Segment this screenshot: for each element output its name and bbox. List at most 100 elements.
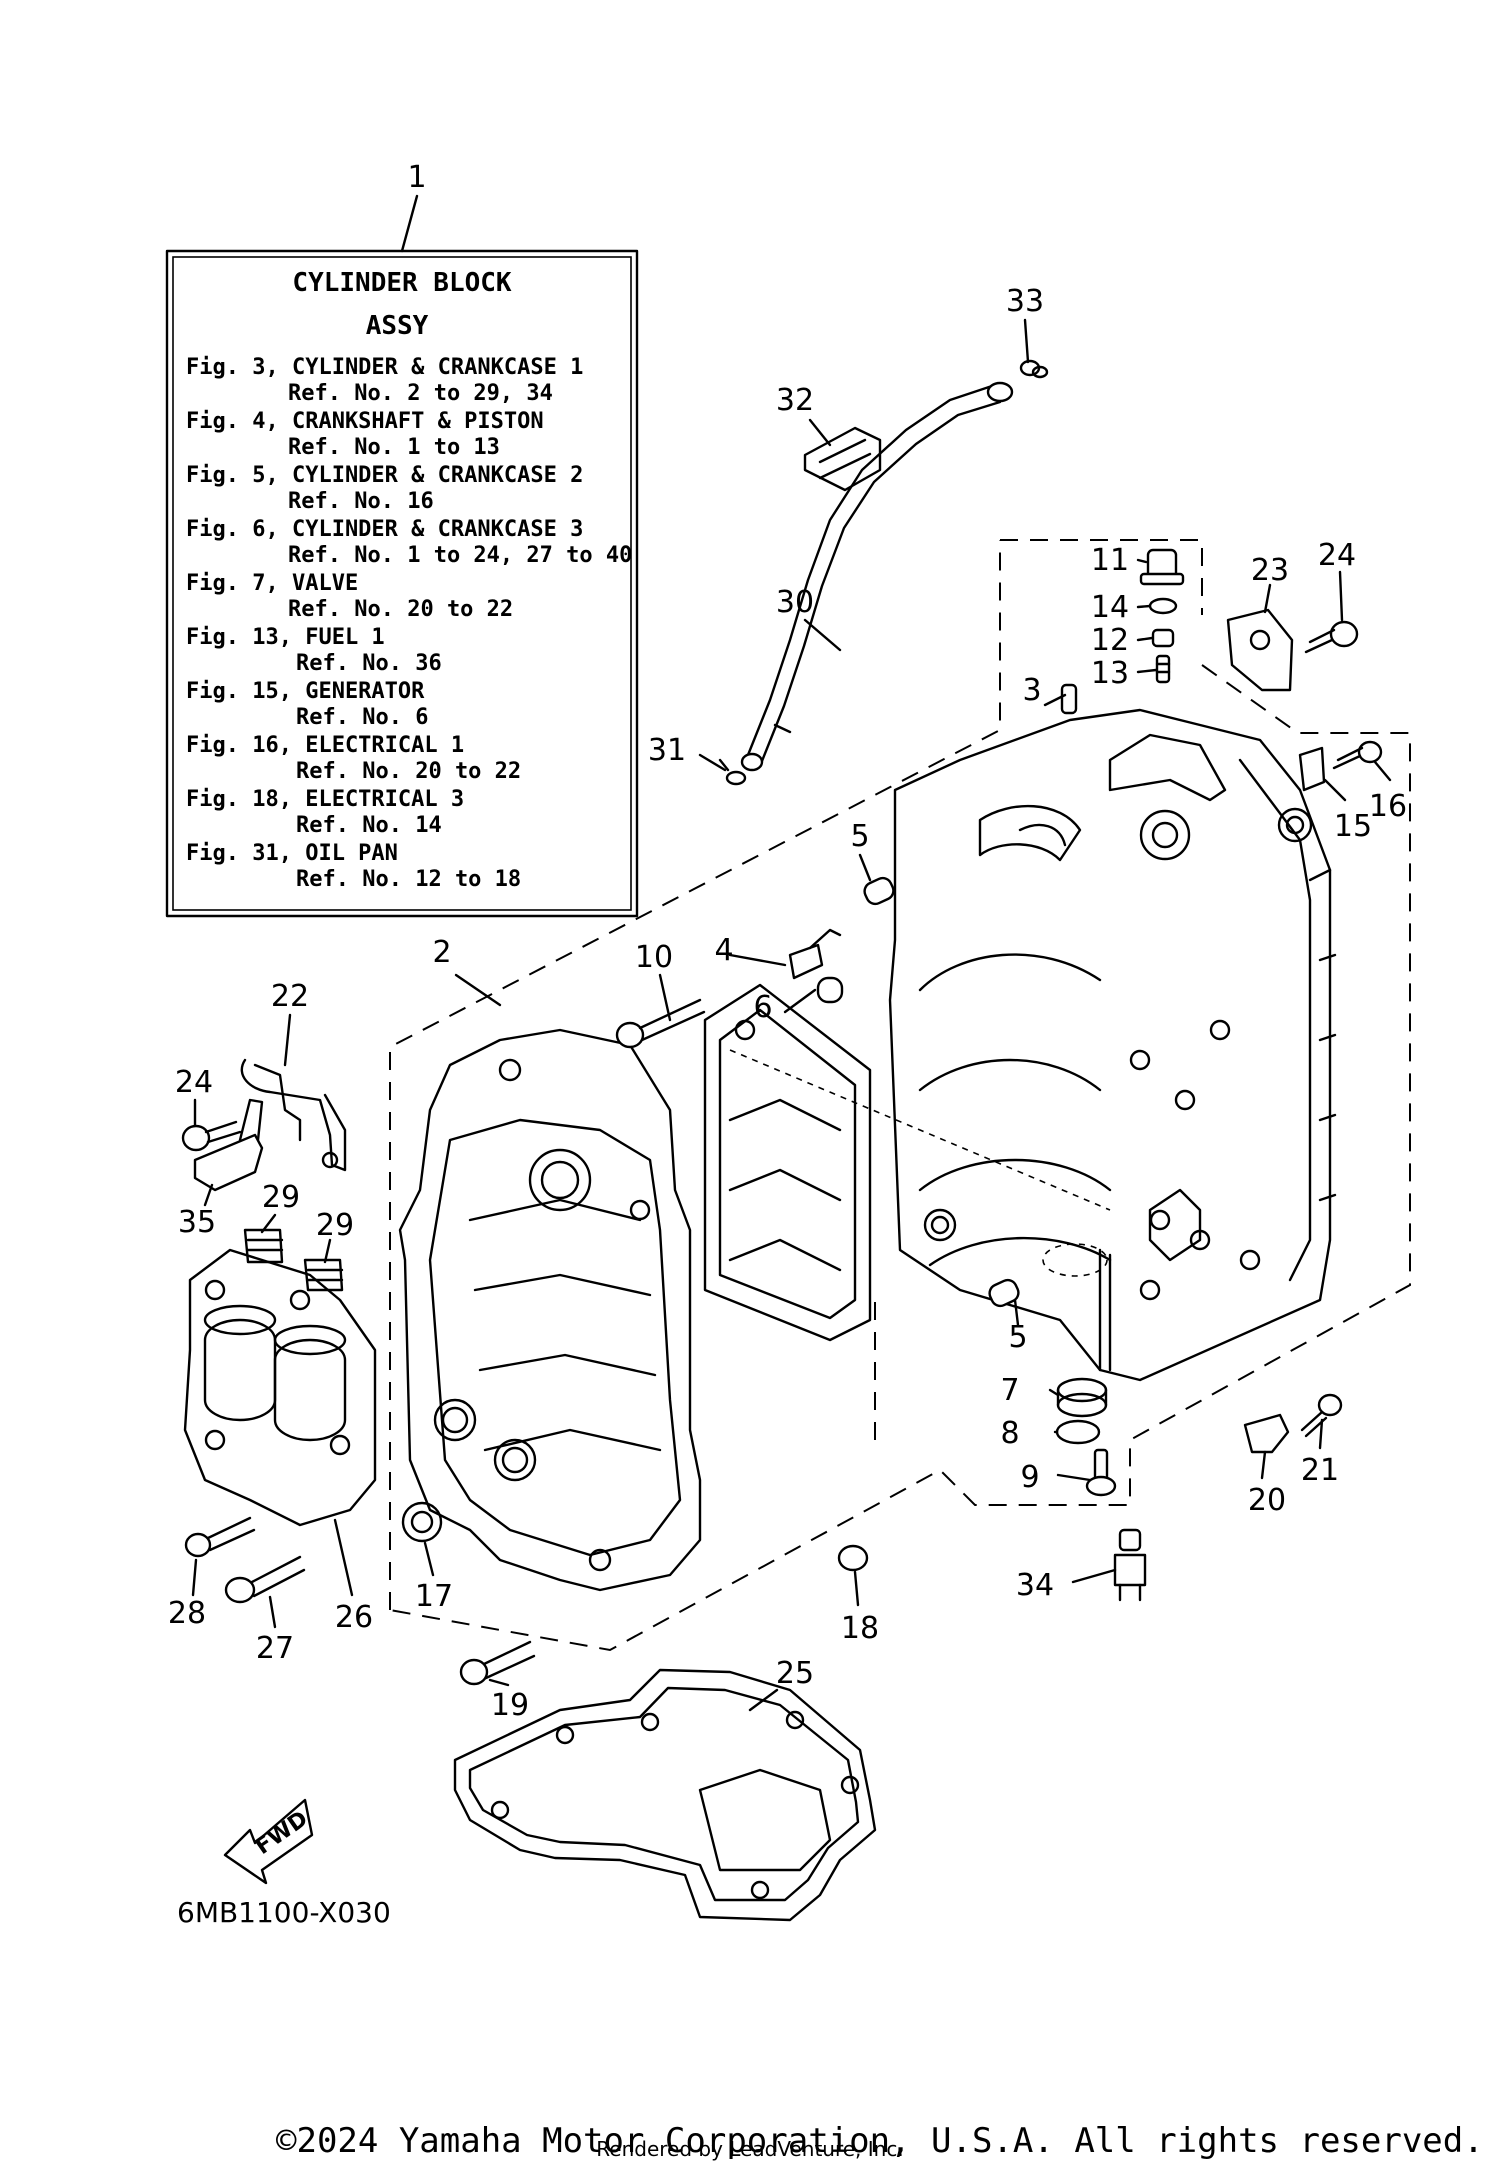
callout-17: 17: [415, 1579, 453, 1614]
callout-13: 13: [1091, 656, 1129, 691]
legend-line: Fig. 3, CYLINDER & CRANKCASE 1: [186, 355, 583, 380]
legend-box: CYLINDER BLOCK ASSY Fig. 3, CYLINDER & C…: [165, 249, 639, 918]
callout-6: 6: [753, 990, 772, 1025]
part-12-collar: [1151, 628, 1175, 648]
fwd-arrow-icon: FWD: [223, 1798, 314, 1885]
legend-title-line1: CYLINDER BLOCK: [292, 268, 511, 298]
legend-line: Fig. 13, FUEL 1: [186, 625, 385, 650]
callout-12: 12: [1091, 623, 1129, 658]
part-33-clip: [1019, 359, 1049, 379]
callout-9: 9: [1020, 1460, 1039, 1495]
part-17-oil-seal: [401, 1501, 443, 1543]
legend-line: Fig. 4, CRANKSHAFT & PISTON: [186, 409, 544, 434]
callout-22: 22: [271, 979, 309, 1014]
callout-10: 10: [635, 940, 673, 975]
callout-18: 18: [841, 1611, 879, 1646]
callout-35: 35: [178, 1205, 216, 1240]
legend-line: Ref. No. 14: [296, 813, 442, 838]
legend-title-line2: ASSY: [366, 311, 429, 341]
rendered-by: Rendered by LeadVenture, Inc.: [596, 2137, 903, 2161]
part-9-bolt: [1085, 1448, 1117, 1497]
callout-24-right: 24: [1318, 538, 1356, 573]
part-26-cap-assembly: [183, 1248, 377, 1527]
assembly-guide-lines: [389, 539, 1411, 1652]
part-7-plug: [1056, 1377, 1108, 1418]
part-20-bracket: [1243, 1413, 1290, 1454]
part-18-o-ring: [837, 1544, 869, 1572]
legend-line: Fig. 31, OIL PAN: [186, 841, 398, 866]
part-29-plug-b: [303, 1258, 344, 1292]
part-11-plug: [1139, 548, 1185, 586]
part-2-crankcase: [398, 1028, 702, 1592]
callout-21: 21: [1301, 1453, 1339, 1488]
part-22-bracket: [240, 1058, 347, 1172]
callout-11: 11: [1091, 543, 1129, 578]
legend-line: Ref. No. 16: [288, 489, 434, 514]
part-15-clip: [1298, 746, 1326, 792]
callout-26: 26: [335, 1600, 373, 1635]
cylinder-block: [888, 708, 1337, 1382]
callout-7: 7: [1000, 1373, 1019, 1408]
legend-line: Fig. 15, GENERATOR: [186, 679, 425, 704]
callout-24-left: 24: [175, 1065, 213, 1100]
diagram-code: 6MB1100-X030: [177, 1896, 391, 1929]
callout-34: 34: [1016, 1568, 1054, 1603]
part-24-bolt-left: [181, 1120, 242, 1152]
legend-line: Fig. 7, VALVE: [186, 571, 358, 596]
part-13-pin: [1155, 654, 1171, 684]
legend-line: Fig. 18, ELECTRICAL 3: [186, 787, 464, 812]
part-24-bolt-right: [1304, 620, 1359, 654]
part-16-screw: [1332, 740, 1383, 770]
legend-line: Ref. No. 6: [296, 705, 428, 730]
part-6-plate: [703, 983, 872, 1342]
callout-20: 20: [1248, 1483, 1286, 1518]
copyright-notice: ©2024 Yamaha Motor Corporation, U.S.A. A…: [276, 2121, 1484, 2161]
leader-lines: [191, 194, 1392, 1712]
callout-3: 3: [1022, 673, 1041, 708]
legend-line: Ref. No. 12 to 18: [296, 867, 521, 892]
callout-29-b: 29: [316, 1208, 354, 1243]
callout-27: 27: [256, 1631, 294, 1666]
part-19-bolt: [459, 1640, 536, 1686]
callout-1: 1: [407, 160, 426, 195]
callout-14: 14: [1091, 590, 1129, 625]
fwd-label: FWD: [251, 1806, 312, 1859]
part-5-dowel-upper: [863, 876, 895, 906]
callout-30: 30: [776, 585, 814, 620]
part-31-clip: [718, 758, 747, 786]
callout-33: 33: [1006, 284, 1044, 319]
part-8-o-ring: [1055, 1419, 1101, 1445]
legend-line: Ref. No. 20 to 22: [296, 759, 521, 784]
callout-28: 28: [168, 1596, 206, 1631]
callout-5-lower: 5: [1008, 1320, 1027, 1355]
part-28-bolt: [184, 1516, 256, 1558]
callout-23: 23: [1251, 553, 1289, 588]
legend-line: Fig. 6, CYLINDER & CRANKCASE 3: [186, 517, 583, 542]
part-35-plate: [193, 1098, 264, 1192]
callout-4: 4: [714, 933, 733, 968]
legend-line: Ref. No. 1 to 24, 27 to 40: [288, 543, 632, 568]
part-3-dowel-pin: [1060, 683, 1078, 715]
part-6-dowel: [816, 976, 844, 1004]
part-25-gasket: [453, 1668, 877, 1922]
callout-16: 16: [1369, 789, 1407, 824]
part-5-dowel-lower: [988, 1278, 1020, 1308]
part-29-plug-a: [243, 1228, 284, 1264]
part-34-sensor: [1113, 1528, 1147, 1602]
part-32-clamp: [803, 426, 882, 492]
callout-2: 2: [432, 935, 451, 970]
callout-19: 19: [491, 1688, 529, 1723]
part-10-bolt: [615, 998, 706, 1049]
part-30-tube: [740, 381, 1014, 772]
callout-8: 8: [1000, 1416, 1019, 1451]
legend-line: Ref. No. 2 to 29, 34: [288, 381, 553, 406]
callout-32: 32: [776, 383, 814, 418]
callout-numbers: 1 2 3 4 5 5 6 7 8 9 10 11 12 13 14 15 16…: [168, 160, 1407, 1723]
callout-15: 15: [1334, 809, 1372, 844]
legend-line: Fig. 5, CYLINDER & CRANKCASE 2: [186, 463, 583, 488]
legend-line: Ref. No. 20 to 22: [288, 597, 513, 622]
part-14-gasket: [1148, 597, 1178, 615]
legend-line: Ref. No. 36: [296, 651, 442, 676]
callout-25: 25: [776, 1656, 814, 1691]
